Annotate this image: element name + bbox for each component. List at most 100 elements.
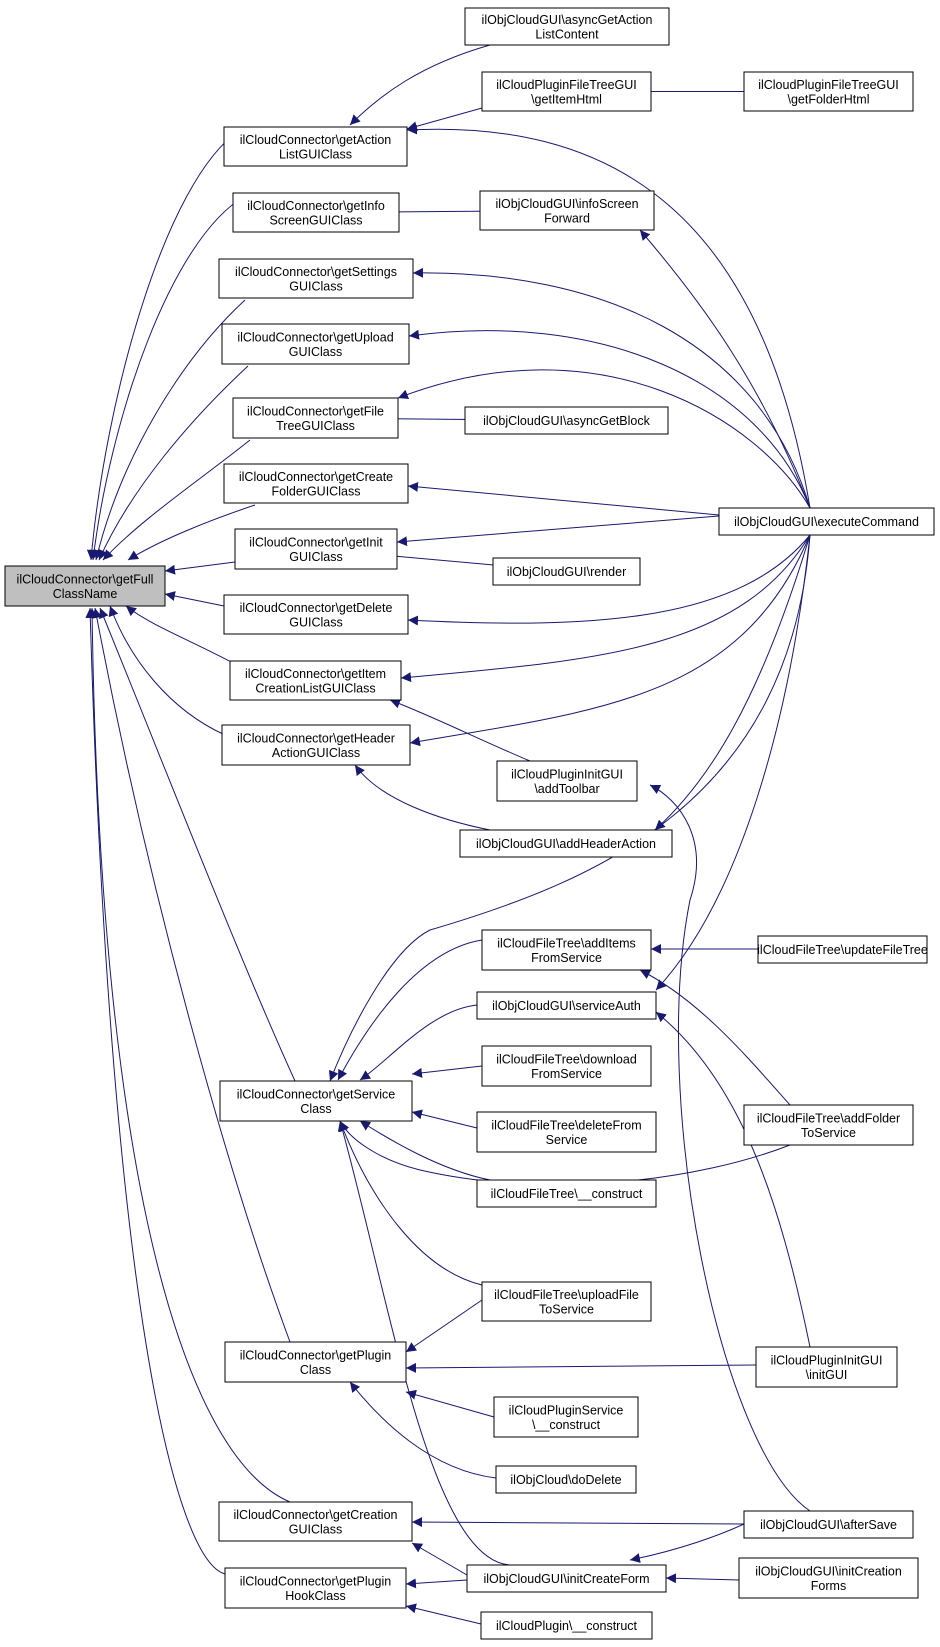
node-label-line: ilCloudConnector\getItem (245, 667, 386, 681)
node-box (481, 1045, 652, 1087)
node-label-line: Class (300, 1102, 331, 1116)
node-service-auth[interactable]: ilObjCloudGUI\serviceAuth (476, 991, 657, 1020)
node-get-item-creation-list-guiclass[interactable]: ilCloudConnector\getItemCreationListGUIC… (229, 660, 402, 701)
node-label-line: GUIClass (289, 345, 342, 359)
edge-plugin-service-construct-to-get-plugin-class (405, 1389, 495, 1418)
node-plugin-service-construct[interactable]: ilCloudPluginService\__construct (493, 1396, 639, 1438)
node-render[interactable]: ilObjCloudGUI\render (492, 557, 641, 586)
edge-execute-command-to-get-file-tree-guiclass (397, 369, 811, 509)
node-box (496, 760, 638, 802)
node-plugin-construct[interactable]: ilCloudPlugin\__construct (480, 1611, 653, 1640)
node-box (476, 991, 657, 1020)
node-label-line: ilObjCloud\doDelete (510, 1473, 621, 1487)
node-box (232, 192, 400, 233)
node-async-get-block[interactable]: ilObjCloudGUI\asyncGetBlock (464, 406, 669, 435)
node-box (476, 1111, 657, 1153)
node-label-line: ilCloudConnector\getCreate (239, 470, 393, 484)
node-add-toolbar[interactable]: ilCloudPluginInitGUI\addToolbar (496, 760, 638, 802)
node-label-line: ilCloudFileTree\addFolder (757, 1111, 900, 1125)
edge-get-upload-guiclass-to-root (98, 365, 249, 561)
node-label-line: GUIClass (289, 279, 342, 293)
edge-service-auth-to-get-service-class (359, 1004, 478, 1081)
node-init-create-form[interactable]: ilObjCloudGUI\initCreateForm (466, 1564, 667, 1593)
node-get-folder-html[interactable]: ilCloudPluginFileTreeGUI\getFolderHtml (743, 71, 914, 112)
edge-upload-file-to-service-to-get-plugin-class (405, 1299, 483, 1353)
node-file-tree-construct[interactable]: ilCloudFileTree\__construct (476, 1179, 657, 1208)
node-label-line: ToService (539, 1302, 594, 1316)
node-label-line: ilCloudPluginFileTreeGUI (758, 78, 899, 92)
edge-execute-command-to-get-item-creation-list-guiclass (400, 534, 811, 683)
node-label-line: ilObjCloudGUI\afterSave (760, 1518, 897, 1532)
node-box (234, 528, 398, 570)
node-label-line: ilObjCloudGUI\addHeaderAction (476, 837, 656, 851)
node-label-line: CreationListGUIClass (255, 681, 375, 695)
node-box (481, 1281, 652, 1322)
node-box (495, 1465, 637, 1494)
edge-execute-command-to-get-upload-guiclass (408, 329, 811, 509)
node-box (232, 397, 399, 439)
node-box (718, 507, 935, 536)
node-box (481, 71, 652, 112)
node-label-line: ilCloudConnector\getCreation (234, 1508, 398, 1522)
edge-add-folder-to-service-to-add-items-from-service (639, 969, 791, 1106)
node-label-line: ilCloudFileTree\addItems (497, 936, 635, 950)
node-box (223, 594, 409, 635)
node-execute-command[interactable]: ilObjCloudGUI\executeCommand (718, 507, 935, 536)
edge-get-header-action-guiclass-to-root (108, 605, 226, 736)
node-label-line: ilCloudConnector\getFile (247, 404, 384, 418)
edge-get-info-screen-guiclass-to-root (89, 195, 246, 561)
node-label-line: ilCloudFileTree\deleteFrom (491, 1118, 641, 1132)
node-box (221, 724, 411, 766)
node-box (757, 935, 928, 964)
edge-execute-command-to-get-init-guiclass (396, 515, 720, 547)
edge-execute-command-to-get-settings-guiclass (412, 267, 811, 509)
edge-execute-command-to-get-header-action-guiclass (409, 534, 811, 747)
node-label-line: ilCloudConnector\getService (237, 1087, 395, 1101)
node-label-line: ilCloudFileTree\uploadFile (494, 1288, 639, 1302)
node-init-gui[interactable]: ilCloudPluginInitGUI\initGUI (755, 1346, 898, 1388)
node-add-header-action[interactable]: ilObjCloudGUI\addHeaderAction (459, 829, 673, 858)
node-label-line: ilCloudPluginInitGUI (511, 767, 623, 781)
node-box (743, 71, 914, 112)
node-label-line: Service (546, 1133, 588, 1147)
node-label-line: TreeGUIClass (276, 419, 355, 433)
node-label-line: GUIClass (289, 1522, 342, 1536)
node-box (224, 1341, 407, 1383)
edge-init-gui-to-get-plugin-class (405, 1362, 757, 1373)
node-label-line: HookClass (285, 1589, 345, 1603)
node-do-delete[interactable]: ilObjCloud\doDelete (495, 1465, 637, 1494)
edge-get-init-guiclass-to-root (164, 561, 236, 575)
node-label-line: ilCloudConnector\getInfo (247, 199, 385, 213)
node-box (743, 1104, 914, 1146)
node-box (479, 190, 655, 231)
node-box (219, 1080, 413, 1122)
node-after-save[interactable]: ilObjCloudGUI\afterSave (743, 1510, 914, 1539)
node-box (218, 258, 414, 299)
node-get-item-html[interactable]: ilCloudPluginFileTreeGUI\getItemHtml (481, 71, 652, 112)
node-label-line: ilCloudFileTree\__construct (491, 1187, 643, 1201)
node-box (218, 1501, 413, 1542)
node-update-file-tree[interactable]: ilCloudFileTree\updateFileTree (757, 935, 928, 964)
